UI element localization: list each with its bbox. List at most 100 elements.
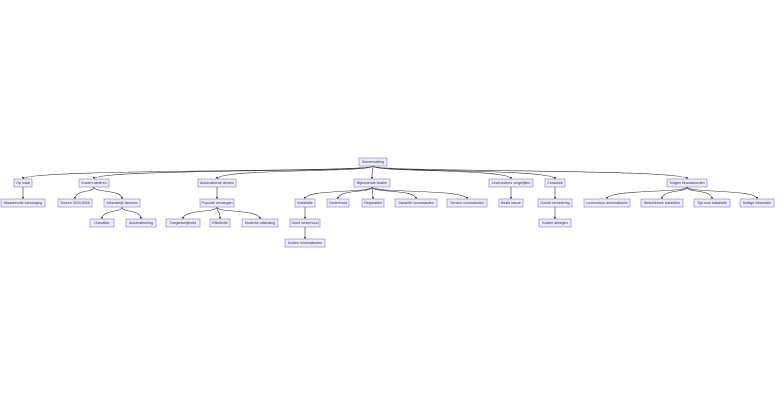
node-box <box>640 198 684 208</box>
node-label: Goede investering <box>540 201 569 205</box>
node-box <box>498 198 524 208</box>
edge-populair-toegankelijkheid <box>181 206 218 220</box>
node-box <box>537 198 573 208</box>
node-box <box>13 178 33 188</box>
node-tussen[interactable]: Tussen 3000-5000 <box>57 198 93 208</box>
edge-vragen-subsidies <box>660 186 688 200</box>
node-afwegen[interactable]: Kosten afwegen <box>538 218 572 228</box>
node-label: Onderhoud <box>329 201 347 205</box>
node-afhankelijk[interactable]: Afhankelijk factoren <box>103 198 141 208</box>
node-automatisering[interactable]: Automatisering <box>125 218 157 228</box>
node-box <box>209 218 231 228</box>
node-waardevol[interactable]: Waardevolle toevoeging <box>0 198 46 208</box>
node-label: Garantie voorwaarden <box>398 201 434 205</box>
node-garantie[interactable]: Garantie voorwaarden <box>394 198 438 208</box>
node-box <box>125 218 157 228</box>
node-label: Reparaties <box>364 201 382 205</box>
node-levensduur[interactable]: Levensduur automatische <box>583 198 631 208</box>
node-autodeuren[interactable]: Automatische deuren <box>197 178 237 188</box>
edge-vragen-nuttig <box>686 186 759 200</box>
edge-bijkomend-reparaties <box>371 186 375 200</box>
node-box <box>538 218 572 228</box>
node-bijkomend[interactable]: Bijkomende kosten <box>353 178 391 188</box>
node-label: Conclusie <box>547 181 563 185</box>
node-installatie[interactable]: Installatie <box>294 198 316 208</box>
node-op-maat[interactable]: Op maat <box>13 178 33 188</box>
node-label: Toegankelijkheid <box>170 221 197 225</box>
node-nuttig[interactable]: Nuttige informatie <box>739 198 775 208</box>
node-efficientie[interactable]: Efficiëntie <box>209 218 231 228</box>
node-label: Vragen beantwoorden <box>669 181 704 185</box>
node-box <box>284 238 326 248</box>
node-box <box>544 178 566 188</box>
node-label: Glasdikte <box>95 221 110 225</box>
node-box <box>358 157 388 167</box>
node-leveranciers[interactable]: Leveranciers vergelijken <box>488 178 534 188</box>
edge-kosten-tussen <box>73 186 95 200</box>
node-label: Leveranciers vergelijken <box>492 181 531 185</box>
node-label: Kosten variëren <box>81 181 106 185</box>
node-box <box>197 178 237 188</box>
node-tijd[interactable]: Tijd voor installatie <box>693 198 731 208</box>
node-populair[interactable]: Populair vervangen <box>199 198 235 208</box>
node-box <box>326 198 350 208</box>
node-label: Installatie <box>297 201 312 205</box>
node-box <box>394 198 438 208</box>
node-label: Populair vervangen <box>202 201 233 205</box>
node-minimaliseren[interactable]: Kosten minimaliseren <box>284 238 326 248</box>
node-service[interactable]: Service voorwaarden <box>446 198 488 208</box>
node-label: Efficiëntie <box>212 221 228 225</box>
node-onderhoud[interactable]: Onderhoud <box>326 198 350 208</box>
edge-vragen-levensduur <box>605 186 688 200</box>
edge-root-conclusie <box>372 165 557 180</box>
edge-afhankelijk-automatisering <box>121 206 143 220</box>
edge-root-autodeuren <box>215 165 374 180</box>
node-glasdikte[interactable]: Glasdikte <box>89 218 115 228</box>
node-box <box>199 198 235 208</box>
node-label: Nuttige informatie <box>743 201 771 205</box>
node-vragen[interactable]: Vragen beantwoorden <box>666 178 708 188</box>
node-toegankelijkheid[interactable]: Toegankelijkheid <box>165 218 201 228</box>
node-conclusie[interactable]: Conclusie <box>544 178 566 188</box>
edge-root-kosten <box>92 165 374 180</box>
node-moderne[interactable]: Moderne uitstraling <box>241 218 279 228</box>
node-label: Beschikbare subsidies <box>644 201 680 205</box>
edge-root-op_maat <box>21 165 374 180</box>
node-box <box>57 198 93 208</box>
node-label: Bijkomende kosten <box>357 181 387 185</box>
node-label: Automatische deuren <box>200 181 234 185</box>
node-investering[interactable]: Goede investering <box>537 198 573 208</box>
edge-populair-moderne <box>216 206 262 220</box>
node-box <box>446 198 488 208</box>
node-label: Levensduur automatische <box>586 201 627 205</box>
node-box <box>241 218 279 228</box>
node-box <box>353 178 391 188</box>
node-box <box>289 218 321 228</box>
node-label: Waardevolle toevoeging <box>4 201 42 205</box>
node-label: Afhankelijk factoren <box>106 201 137 205</box>
edge-bijkomend-service <box>371 186 469 200</box>
node-subsidies[interactable]: Beschikbare subsidies <box>640 198 684 208</box>
edge-kosten-afhankelijk <box>93 186 124 200</box>
node-kosten[interactable]: Kosten variëren <box>78 178 110 188</box>
edge-root-bijkomend <box>370 165 374 180</box>
edge-root-vragen <box>372 165 689 180</box>
edge-afhankelijk-glasdikte <box>100 206 123 220</box>
node-root[interactable]: Samenvatting <box>358 157 388 167</box>
node-goed-onderhoud[interactable]: Goed onderhoud <box>289 218 321 228</box>
node-box <box>165 218 201 228</box>
node-beste[interactable]: Beste keuze <box>498 198 524 208</box>
node-box <box>488 178 534 188</box>
node-reparaties[interactable]: Reparaties <box>361 198 385 208</box>
node-box <box>78 178 110 188</box>
node-label: Moderne uitstraling <box>245 221 276 225</box>
node-label: Kosten afwegen <box>542 221 568 225</box>
node-label: Goed onderhoud <box>292 221 319 225</box>
node-box <box>361 198 385 208</box>
node-box <box>693 198 731 208</box>
node-box <box>294 198 316 208</box>
node-label: Tussen 3000-5000 <box>60 201 90 205</box>
node-label: Samenvatting <box>362 160 384 164</box>
